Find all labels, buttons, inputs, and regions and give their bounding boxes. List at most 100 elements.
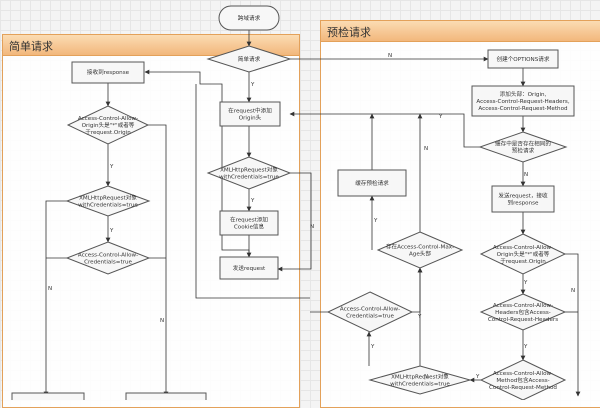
node-label-recv-response: 接收到response bbox=[87, 68, 130, 76]
node-acac-check-1 bbox=[65, 241, 151, 275]
node-bottom-left-box bbox=[11, 392, 85, 400]
node-label-cache-check: 预检请求 bbox=[512, 147, 535, 155]
node-label-acac-check-2: Credentials=true bbox=[346, 314, 394, 320]
node-label-add-cookie: Cookie信息 bbox=[234, 223, 265, 231]
node-label-is-simple: 简单请求 bbox=[238, 55, 261, 63]
preflight-request-panel-title: 预检请求 bbox=[327, 26, 371, 39]
edge-label-yes-18: Y bbox=[417, 314, 422, 320]
node-label-cache-preflight: 缓存预检请求 bbox=[355, 179, 389, 187]
node-label-cache-check: 缓存中是否存在相同的 bbox=[495, 140, 551, 148]
node-send-request bbox=[219, 256, 279, 280]
node-label-create-options: 创建个OPTIONS请求 bbox=[497, 55, 550, 63]
edge-acao-no bbox=[148, 124, 169, 397]
node-send-recv bbox=[491, 185, 555, 213]
flowchart-nodes bbox=[11, 5, 575, 400]
node-acao-check bbox=[66, 105, 150, 145]
node-label-acao-check-2: 于request.Origin bbox=[500, 258, 546, 265]
node-label-xhr-cred-2: withCredentials=true bbox=[219, 175, 279, 181]
node-acac-check-2 bbox=[326, 291, 414, 333]
node-is-simple bbox=[206, 45, 292, 73]
edge-label-no-9: N bbox=[524, 172, 528, 178]
node-label-xhr-cred-2: XMLHttpRequest对象 bbox=[220, 166, 278, 174]
node-label-acac-check-2: Access-Control-Allow- bbox=[340, 307, 400, 313]
node-label-add-headers: Access-Control-Request-Headers, bbox=[476, 99, 569, 105]
node-label-acac-check-1: Access-Control-Allow- bbox=[78, 253, 138, 259]
node-create-options bbox=[487, 49, 559, 69]
node-label-add-origin: 在request中添加 bbox=[228, 107, 272, 115]
node-xhr-cred-3 bbox=[368, 365, 472, 395]
node-label-acao-check-2: Access-Control-Allow- bbox=[493, 245, 553, 251]
node-label-acao-check: 于request.Origin bbox=[85, 129, 131, 136]
edge-label-yes-13: Y bbox=[475, 374, 480, 380]
flowchart-node-labels: 跨域请求简单请求接收到responseAccess-Control-Allow-… bbox=[78, 14, 570, 391]
node-recv-response bbox=[71, 61, 145, 84]
edge-label-yes-10: Y bbox=[523, 280, 528, 286]
edge-acac2-yes bbox=[412, 267, 423, 313]
node-cache-preflight bbox=[337, 169, 407, 197]
node-add-headers bbox=[471, 85, 575, 117]
node-acah-check bbox=[479, 293, 567, 331]
node-acam-check bbox=[479, 359, 567, 400]
edge-label-no-1: N bbox=[388, 53, 392, 59]
edge-label-yes-16: Y bbox=[373, 218, 378, 224]
edge-xhr1-no bbox=[43, 200, 67, 397]
node-label-acac-check-1: Credentials=true bbox=[84, 260, 132, 266]
node-label-start: 跨域请求 bbox=[238, 14, 261, 22]
edge-acao2-no bbox=[565, 253, 581, 397]
node-label-acao-check: Access-Control-Allow- bbox=[78, 116, 138, 122]
simple-request-panel-header: 简单请求 bbox=[3, 35, 299, 56]
edge-label-yes-8: Y bbox=[438, 114, 443, 120]
node-label-add-headers: Access-Control-Request-Method bbox=[478, 106, 568, 112]
flowchart-edge-labels: Y N Y N Y N N Y Y N Y N Y Y Y N Y N Y bbox=[48, 53, 575, 380]
node-label-acah-check: Control-Request-Headers bbox=[488, 317, 558, 323]
node-label-xhr-cred-3: withCredentials=true bbox=[390, 382, 450, 388]
edge-label-yes-7: Y bbox=[250, 198, 255, 204]
edge-label-no-11: N bbox=[571, 288, 575, 294]
node-label-send-recv: 到response bbox=[507, 200, 539, 207]
edge-label-no-15: N bbox=[424, 374, 428, 380]
preflight-request-panel-header: 预检请求 bbox=[321, 21, 600, 42]
edge-xhr2-no bbox=[277, 172, 312, 272]
edge-label-no-3: N bbox=[160, 318, 164, 324]
node-acao-check-2 bbox=[479, 233, 567, 275]
node-label-add-origin: Origin头 bbox=[239, 114, 262, 122]
node-label-acam-check: Access-Control-Allow- bbox=[493, 371, 553, 377]
edge-loop-to-recv bbox=[195, 84, 310, 299]
edge-label-no-6: N bbox=[310, 224, 314, 230]
node-label-xhr-cred-3: XMLHttpRequest对象 bbox=[391, 373, 449, 381]
node-label-send-recv: 发送request，接收 bbox=[498, 192, 548, 200]
edge-label-yes-4: Y bbox=[109, 228, 114, 234]
node-label-max-age: 存在Access-Control-Max- bbox=[386, 243, 454, 251]
node-xhr-cred-1 bbox=[65, 185, 151, 217]
node-label-xhr-cred-1: XMLHttpRequest对象 bbox=[79, 194, 137, 202]
node-label-send-request: 发送request bbox=[233, 264, 266, 272]
node-label-xhr-cred-1: withCredentials=true bbox=[78, 203, 138, 209]
node-label-acao-check-2: Origin头是"*"或者等 bbox=[497, 250, 550, 258]
node-label-add-cookie: 在request添加 bbox=[230, 216, 268, 224]
node-start bbox=[218, 5, 280, 31]
edge-label-no-5: N bbox=[48, 286, 52, 292]
node-label-acao-check: Origin头是"*"或者等 bbox=[82, 121, 135, 129]
edge-cache-yes bbox=[289, 111, 480, 148]
node-bottom-mid-box bbox=[125, 392, 207, 400]
simple-request-panel-title: 简单请求 bbox=[9, 40, 53, 53]
node-label-acam-check: Method包含Access- bbox=[496, 376, 549, 384]
edge-label-yes-2: Y bbox=[109, 164, 114, 170]
edge-label-yes-12: Y bbox=[523, 344, 528, 350]
node-add-cookie bbox=[219, 210, 279, 236]
node-label-add-headers: 添加头部：Origin, bbox=[500, 90, 547, 98]
node-label-max-age: Age头部 bbox=[409, 250, 431, 258]
edge-label-no-17: N bbox=[424, 146, 428, 152]
edge-send-to-recv bbox=[144, 69, 250, 257]
node-label-acah-check: Headers包含Access- bbox=[495, 308, 551, 316]
edge-label-yes-0: Y bbox=[250, 82, 255, 88]
preflight-request-panel: 预检请求 bbox=[320, 20, 600, 408]
node-label-acam-check: Control-Request-Method bbox=[489, 385, 557, 391]
node-cache-check bbox=[478, 131, 568, 163]
node-xhr-cred-2 bbox=[206, 156, 292, 190]
edge-label-yes-14: Y bbox=[370, 344, 375, 350]
node-add-origin bbox=[219, 101, 281, 127]
node-max-age bbox=[376, 231, 464, 269]
flowchart-edges bbox=[43, 30, 581, 397]
